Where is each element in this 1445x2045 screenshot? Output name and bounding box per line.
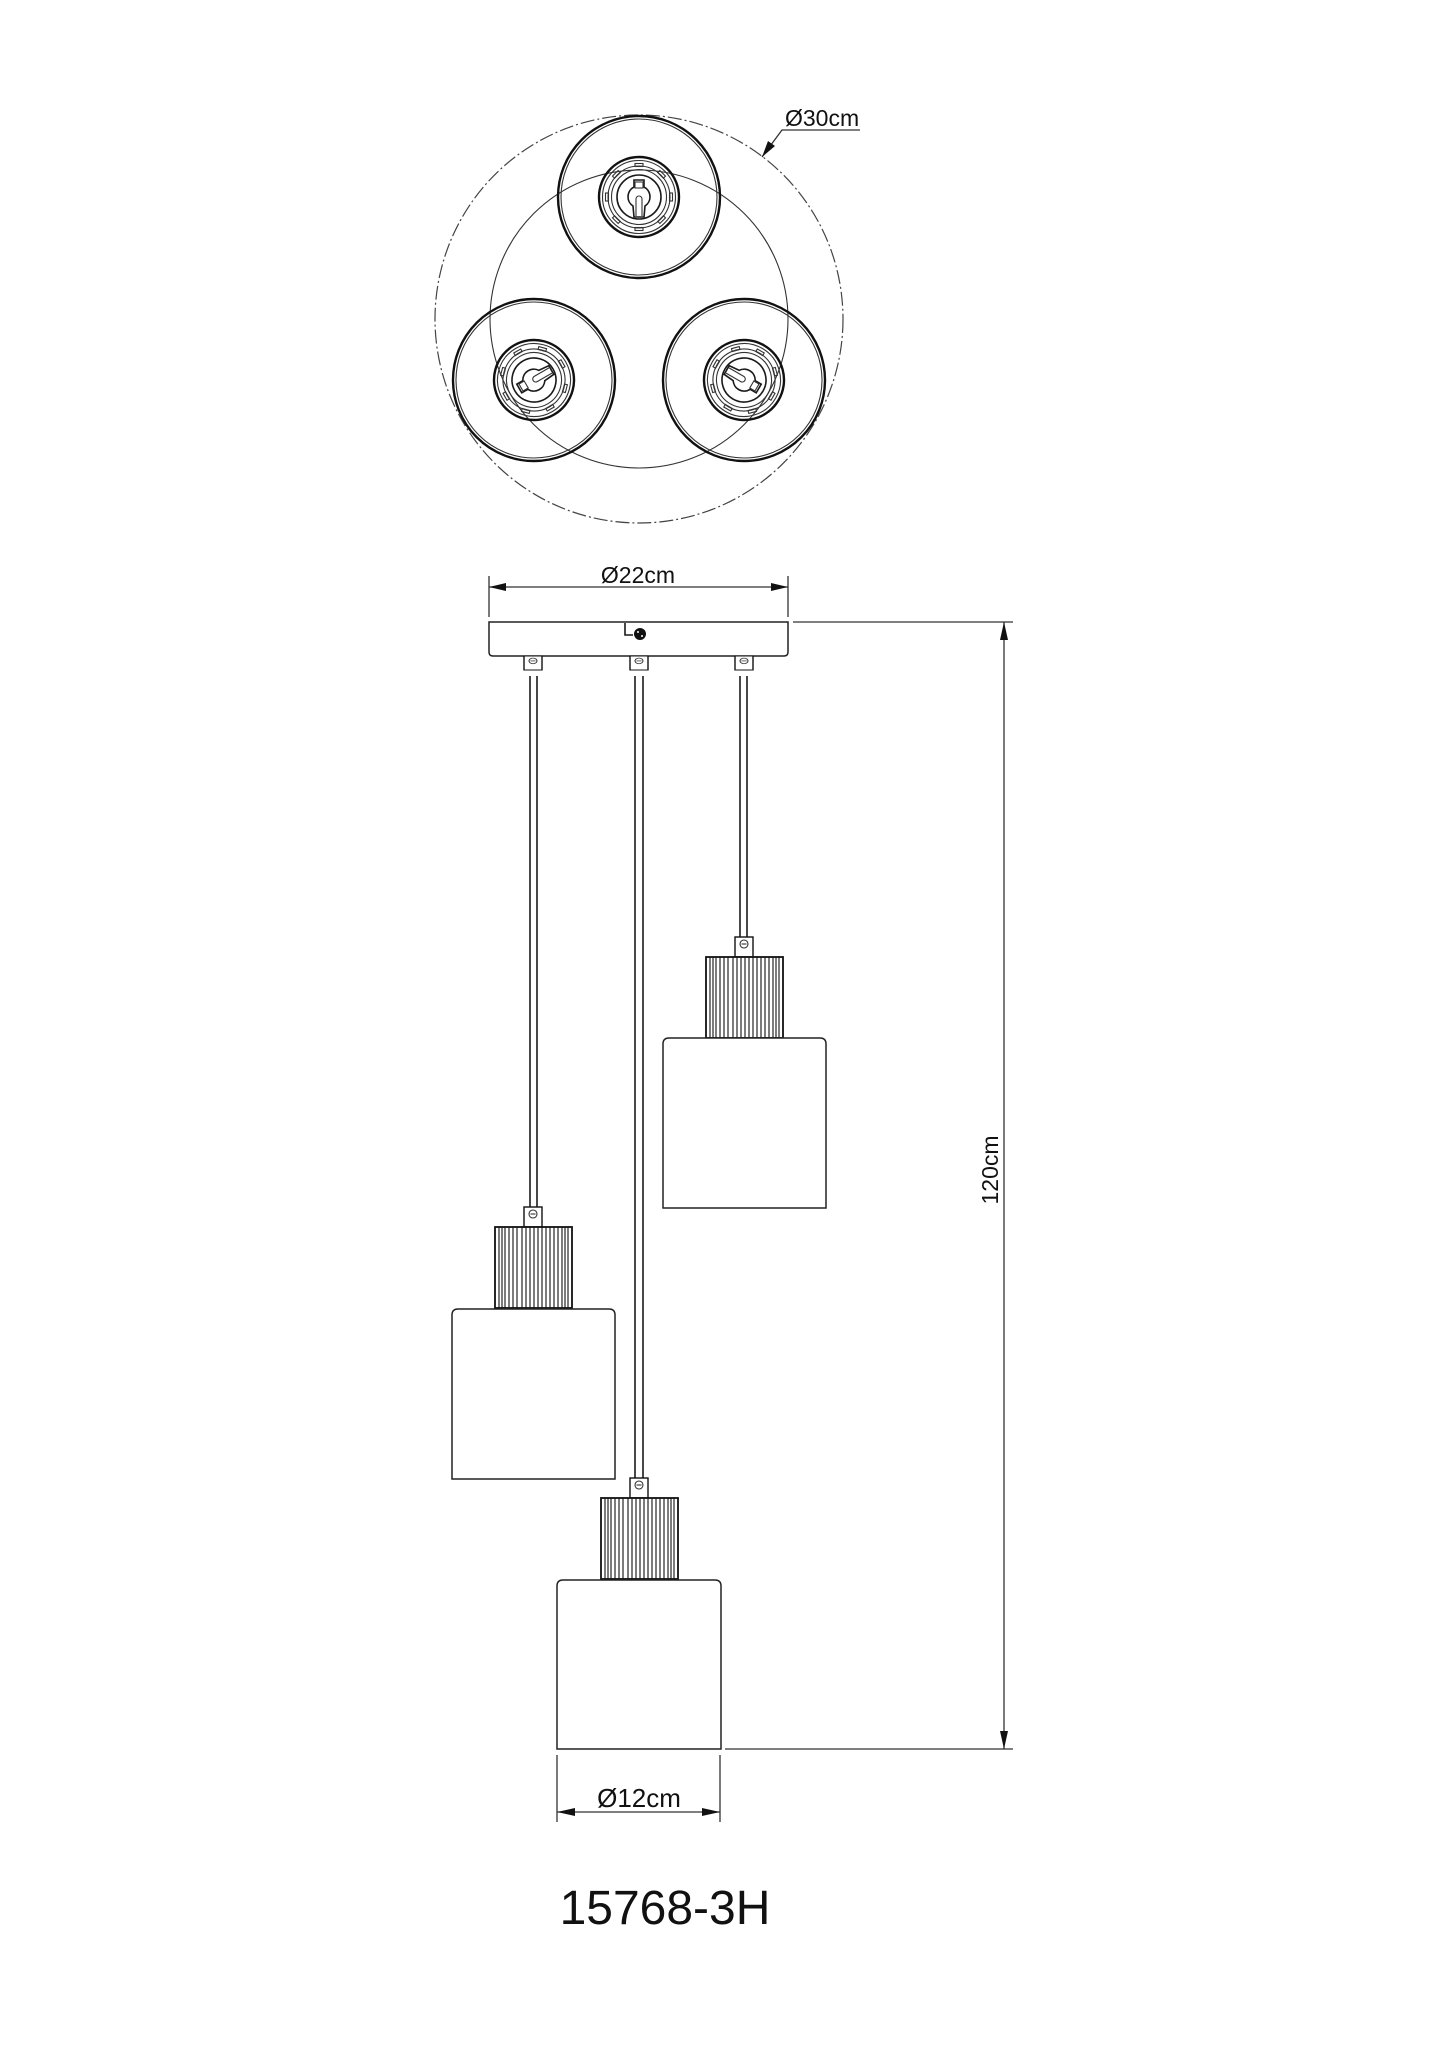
clamp-icon	[734, 655, 754, 671]
plate-width-label: Ø22cm	[601, 562, 675, 588]
center-pendant	[556, 1477, 722, 1750]
shade-width-label: Ø12cm	[597, 1783, 681, 1813]
right-pendant	[662, 936, 827, 1209]
plate-width-dimension	[488, 576, 789, 617]
top-view: Ø30cm	[434, 105, 860, 524]
socket-icon	[597, 155, 681, 239]
bottom-right-shade	[661, 297, 827, 463]
left-pendant	[451, 1206, 616, 1480]
height-label: 120cm	[977, 1135, 1003, 1204]
clamp-icon	[629, 655, 649, 671]
model-number: 15768-3H	[560, 1882, 771, 1935]
clamp-icon	[629, 1477, 649, 1499]
center-cord	[634, 676, 644, 1478]
glass-shade	[556, 1579, 722, 1750]
bottom-left-shade	[451, 297, 617, 463]
ribbed-socket	[705, 956, 784, 1039]
glass-shade	[451, 1308, 616, 1480]
hook-icon	[624, 623, 646, 640]
clamp-icon	[523, 655, 543, 671]
socket-icon	[478, 324, 590, 436]
left-cord	[529, 676, 538, 1207]
ribbed-socket	[600, 1497, 679, 1580]
outer-diameter-label: Ø30cm	[785, 105, 859, 131]
clamp-icon	[734, 936, 754, 958]
ribbed-socket	[494, 1226, 573, 1309]
right-cord	[739, 676, 748, 937]
shade-width-dimension	[556, 1755, 721, 1822]
canopy-outer-outline	[434, 114, 844, 524]
canopy-plate-outline	[489, 169, 789, 469]
top-shade	[556, 114, 722, 280]
height-dimension	[725, 621, 1013, 1750]
clamp-icon	[523, 1206, 543, 1228]
side-view: Ø22cm	[451, 562, 1013, 1822]
socket-icon	[688, 324, 800, 436]
outer-diameter-leader	[761, 129, 860, 158]
glass-shade	[662, 1037, 827, 1209]
